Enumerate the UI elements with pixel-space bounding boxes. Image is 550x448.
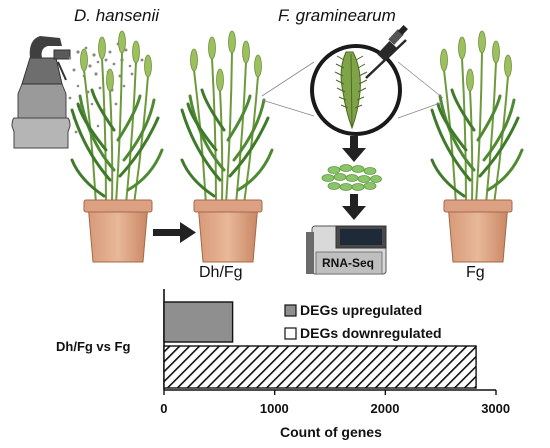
pathogen-label: F. graminearum [278,6,396,25]
microbe-label: D. hansenii [74,6,160,25]
x-tick-label: 1000 [259,401,289,416]
bar-downregulated [163,345,477,389]
legend-swatch-upregulated [284,304,297,317]
sequencer-machine-icon [306,225,387,275]
plant-dh [70,30,164,205]
pot-dh [83,199,153,263]
spray-bottle-icon [11,36,71,149]
right-arrow-icon [153,222,196,243]
sequencer-label: RNA-Seq [322,256,375,270]
plant-dh-fg [180,30,274,205]
category-label: Dh/Fg vs Fg [56,339,131,354]
legend-swatch-downregulated [284,327,297,340]
pot-dh-fg [193,199,263,263]
deg-bar-chart [163,289,497,395]
down-arrow-icon [342,136,366,162]
pot-fg [443,199,513,263]
x-tick-label: 3000 [481,401,511,416]
x-tick-label: 2000 [370,401,400,416]
cell-cluster [321,164,382,191]
x-tick-label: 0 [160,401,168,416]
plant-fg [430,30,524,205]
zoom-lines [261,61,444,119]
down-arrow-icon [342,194,366,220]
control-plant-label: Fg [466,264,485,281]
x-axis-title: Count of genes [280,424,382,440]
bar-upregulated [163,301,234,343]
treated-plant-label: Dh/Fg [199,264,243,281]
pipette-icon [365,25,408,79]
legend-label-downregulated: DEGs downregulated [300,325,442,341]
legend-label-upregulated: DEGs upregulated [300,302,423,318]
